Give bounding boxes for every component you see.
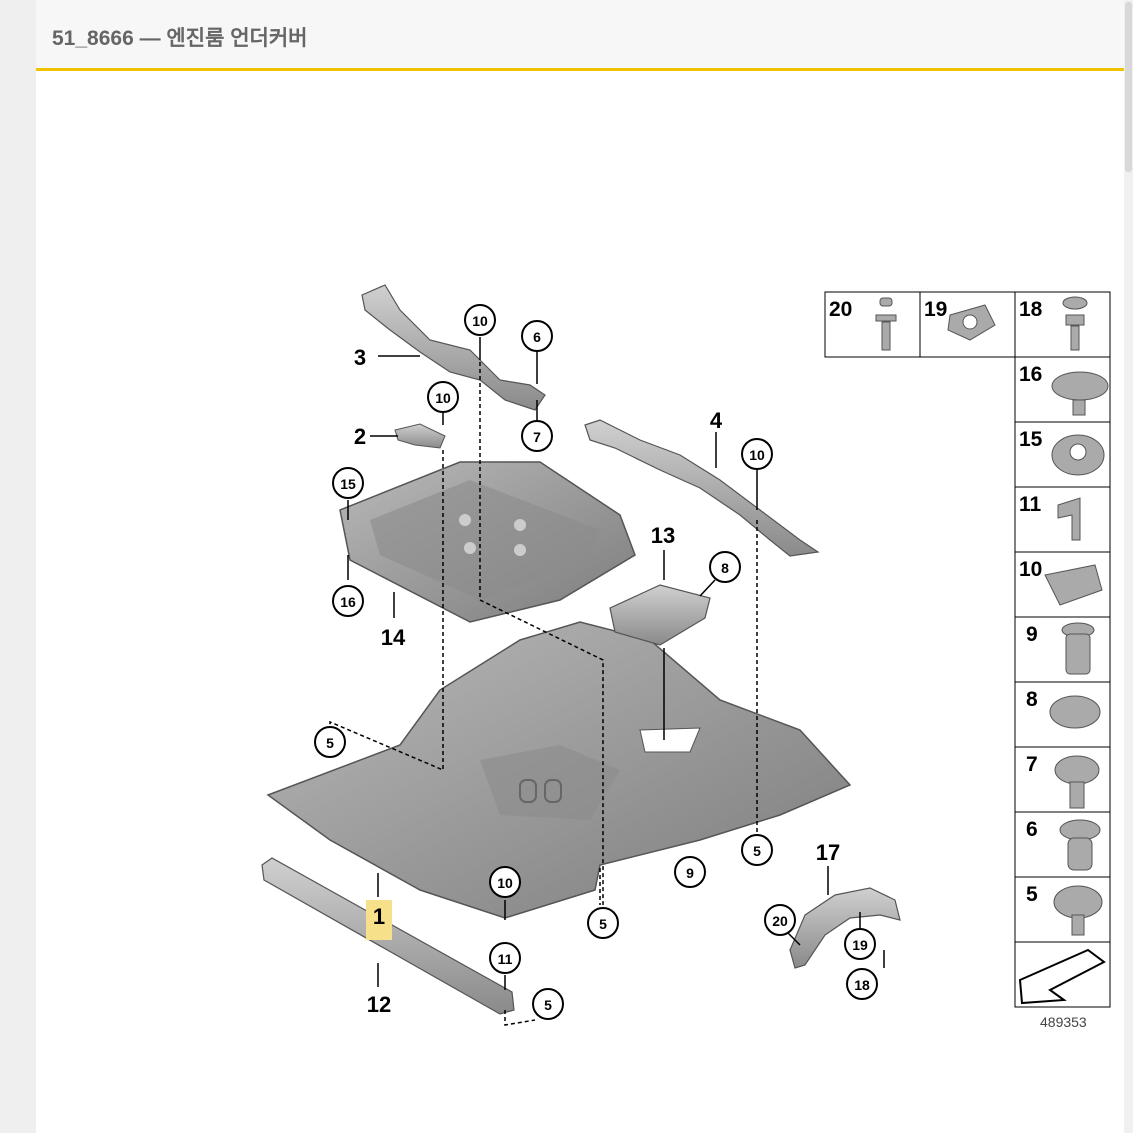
part-14-cover xyxy=(339,461,636,623)
label-1: 1 xyxy=(373,904,385,929)
callout-18: 18 xyxy=(854,977,870,993)
part-4-rail xyxy=(584,419,820,557)
legend-8: 8 xyxy=(1026,688,1038,711)
leader-lines xyxy=(347,337,885,990)
callout-10b: 10 xyxy=(435,390,451,406)
header-divider xyxy=(36,68,1124,71)
callout-5d: 5 xyxy=(544,997,552,1013)
legend-11: 11 xyxy=(1019,493,1042,516)
label-13: 13 xyxy=(651,523,675,548)
scrollbar-thumb[interactable] xyxy=(1125,2,1132,172)
legend-9: 9 xyxy=(1026,623,1038,646)
legend-18: 18 xyxy=(1019,298,1043,321)
legend-7: 7 xyxy=(1026,753,1038,776)
part-2-clip xyxy=(394,423,446,449)
callout-15: 15 xyxy=(340,476,356,492)
legend-10: 10 xyxy=(1019,558,1042,581)
legend-19: 19 xyxy=(924,298,947,321)
callout-10d: 10 xyxy=(497,875,513,891)
callout-19: 19 xyxy=(852,937,868,953)
callout-16: 16 xyxy=(340,594,356,610)
callout-10a: 10 xyxy=(472,313,488,329)
page-title: 51_8666 — 엔진룸 언더커버 xyxy=(52,27,308,50)
legend-5: 5 xyxy=(1026,883,1038,906)
part-17-arch xyxy=(789,887,901,969)
dashed-leaders xyxy=(329,362,758,1026)
callout-5c: 5 xyxy=(599,916,607,932)
fastener-legend: 20 19 18 16 15 11 10 9 8 7 6 5 489353 xyxy=(824,291,1111,1030)
page-header: 51_8666 — 엔진룸 언더커버 xyxy=(36,0,1124,68)
callout-8: 8 xyxy=(721,560,729,576)
part-1-main-cover xyxy=(266,621,852,919)
part-13-flap xyxy=(609,584,711,646)
legend-15: 15 xyxy=(1019,428,1043,451)
callout-11: 11 xyxy=(498,951,513,967)
legend-16: 16 xyxy=(1019,363,1042,386)
callout-20: 20 xyxy=(772,913,788,929)
callout-9: 9 xyxy=(686,865,694,881)
legend-6: 6 xyxy=(1026,818,1038,841)
label-3: 3 xyxy=(354,345,366,370)
callout-5a: 5 xyxy=(326,735,334,751)
callout-10c: 10 xyxy=(749,447,765,463)
callout-7: 7 xyxy=(533,429,541,445)
label-4: 4 xyxy=(710,408,723,433)
callout-labels: 10 6 7 10 10 15 16 8 5 5 9 10 5 11 5 20 … xyxy=(314,304,878,1020)
part-3-bracket xyxy=(361,284,546,411)
label-14: 14 xyxy=(381,625,406,650)
callout-6: 6 xyxy=(533,329,541,345)
scrollbar[interactable] xyxy=(1124,0,1133,1133)
diagram-panel xyxy=(36,71,1124,1133)
highlight-1 xyxy=(366,900,392,940)
label-17: 17 xyxy=(816,840,840,865)
diagram-number: 489353 xyxy=(1040,1014,1087,1030)
direction-arrow-icon xyxy=(1018,948,1106,1005)
label-12: 12 xyxy=(367,992,391,1017)
label-2: 2 xyxy=(354,424,366,449)
callout-5b: 5 xyxy=(753,843,761,859)
legend-20: 20 xyxy=(829,298,852,321)
